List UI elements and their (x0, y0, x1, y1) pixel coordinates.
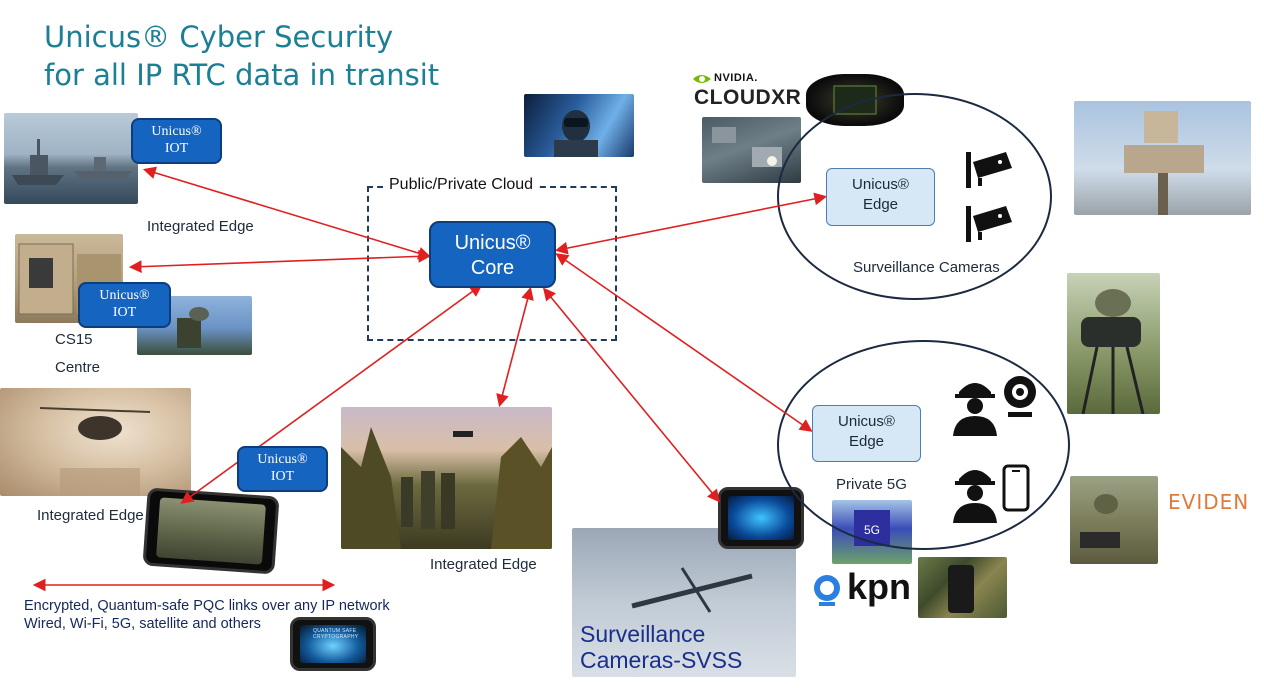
drone-sky-photo (572, 528, 796, 677)
sensor-illustration (1124, 111, 1204, 215)
helicopter-photo (0, 388, 191, 496)
private-5g-ellipse (777, 340, 1070, 550)
rooftop-sensor-photo (1074, 101, 1251, 215)
security-camera-icon (966, 206, 1012, 242)
nvidia-logo: NVIDIA. CLOUDXR (692, 72, 801, 110)
drone-illustration (631, 567, 753, 613)
arrow-surveillance (554, 192, 828, 255)
label-integrated-edge-left: Integrated Edge (37, 507, 144, 524)
warships-photo (4, 113, 138, 204)
edge-5g-line-1: Unicus® (838, 413, 895, 430)
arrow-svss (542, 287, 721, 503)
page-title: Unicus® Cyber Security for all IP RTC da… (44, 18, 439, 94)
field-soldiers-photo (1070, 476, 1158, 564)
unicus-core-node: Unicus® Core (429, 221, 556, 288)
iot-cs15-line-2: IOT (112, 305, 137, 320)
unicus-iot-box-cs15: Unicus® IOT (78, 282, 171, 328)
label-centre: Centre (55, 359, 101, 376)
arrow-forest (496, 286, 534, 408)
footer-text: Encrypted, Quantum-safe PQC links over a… (24, 597, 390, 633)
cloudxr-wordmark: CLOUDXR (694, 86, 802, 109)
device-illustration (948, 565, 974, 613)
nvidia-eye-icon (693, 75, 711, 83)
svss-line-2: Cameras-SVSS (580, 647, 743, 673)
footer-line-2: Wired, Wi-Fi, 5G, satellite and others (24, 616, 261, 632)
webcam-icon (1004, 376, 1036, 417)
unicus-edge-box-5g: Unicus® Edge (812, 405, 921, 462)
core-line-2: Core (470, 257, 515, 279)
edge-surv-line-2: Edge (862, 196, 899, 213)
label-integrated-edge-top: Integrated Edge (147, 218, 254, 235)
unicus-edge-box-surveillance: Unicus® Edge (826, 168, 935, 226)
iot-cs15-line-1: Unicus® (99, 288, 150, 303)
unicus-iot-box-top: Unicus® IOT (131, 118, 222, 164)
binocular-soldier-photo (1067, 273, 1160, 414)
kpn-logo: kpn (811, 566, 915, 612)
unicus-iot-box-helicopter: Unicus® IOT (237, 446, 328, 492)
arrow-private5g (555, 253, 813, 432)
label-private-5g: Private 5G (836, 476, 907, 493)
helicopter-illustration (39, 407, 151, 496)
nvidia-wordmark: NVIDIA. (714, 72, 758, 84)
title-line-1: Unicus® Cyber Security (44, 20, 394, 54)
footer-line-1: Encrypted, Quantum-safe PQC links over a… (24, 598, 390, 614)
edge-5g-line-2: Edge (848, 433, 885, 450)
arrow-helicopter (180, 284, 483, 504)
kpn-crown-icon (814, 575, 840, 606)
vr-illustration (554, 110, 598, 157)
title-line-2: for all IP RTC data in transit (44, 58, 440, 92)
camo-device-photo (918, 557, 1007, 618)
iot-heli-line-1: Unicus® (257, 452, 308, 467)
vr-headset-photo (524, 94, 634, 157)
smartphone-icon (1002, 464, 1030, 512)
tablet-chip (718, 487, 804, 549)
kpn-wordmark: kpn (847, 566, 912, 607)
core-line-1: Unicus® (454, 232, 531, 254)
label-integrated-edge-center: Integrated Edge (430, 556, 537, 573)
arrow-cs15 (128, 249, 432, 274)
tablet-quantum: QUANTUM SAFE CRYPTOGRAPHY (290, 617, 376, 671)
eviden-logo: EVIDEN (1168, 490, 1250, 514)
field-illustration (1080, 494, 1120, 548)
binocular-illustration (1081, 289, 1145, 414)
city-illustration (712, 127, 782, 167)
label-svss: Surveillance Cameras-SVSS (580, 621, 742, 673)
label-cs15: CS15 (55, 331, 93, 348)
iot-top-line-2: IOT (164, 141, 189, 156)
label-surveillance-cameras: Surveillance Cameras (853, 259, 1000, 276)
soldier-icon (953, 383, 997, 436)
edge-surv-line-1: Unicus® (852, 176, 909, 193)
tablet-caption: QUANTUM SAFE CRYPTOGRAPHY (313, 628, 359, 640)
svss-line-1: Surveillance (580, 621, 706, 647)
iot-top-line-1: Unicus® (151, 124, 202, 139)
security-camera-icon (966, 152, 1012, 188)
soldier-icon (953, 470, 997, 523)
iot-heli-line-2: IOT (270, 469, 295, 484)
arrow-iot-top (142, 166, 432, 260)
warships-illustration (12, 139, 132, 185)
